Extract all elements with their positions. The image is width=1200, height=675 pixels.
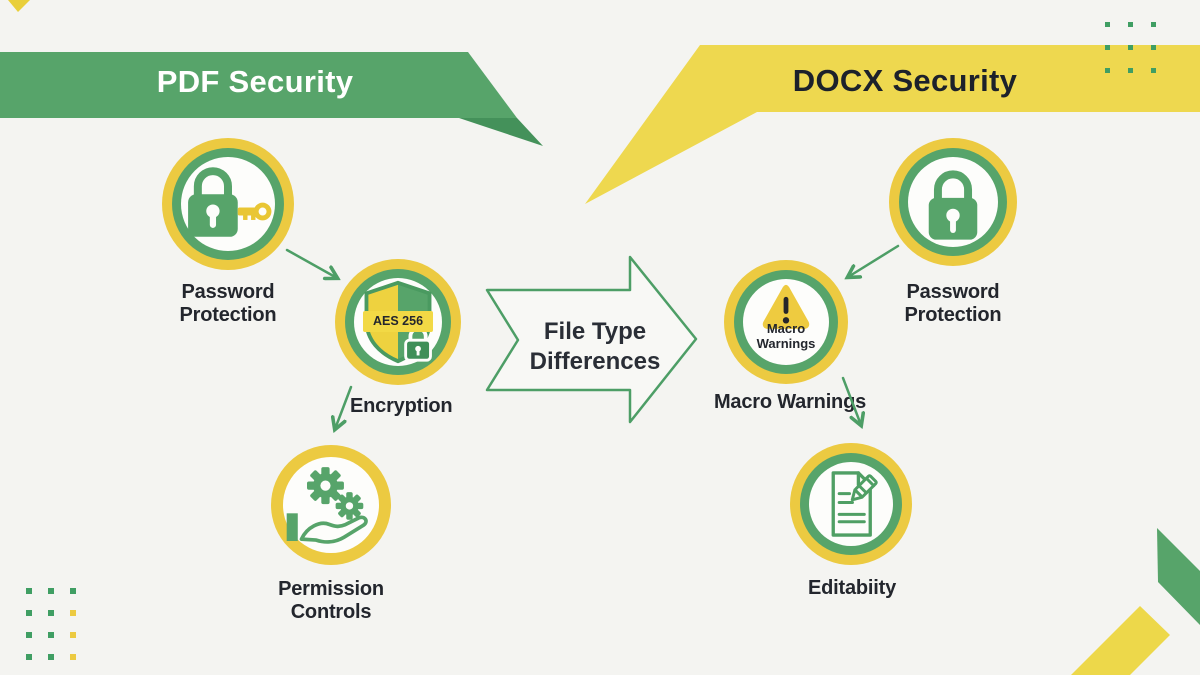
dot [1105,22,1110,27]
dot [70,610,76,616]
docx-macro-warnings-node: Macro Warnings [743,279,829,365]
macro-warnings-caption: Macro Warnings [756,321,816,351]
pdf-encryption-node: AES 256 [354,278,442,366]
file-type-arrow-shape [485,255,698,424]
dot [26,632,32,638]
dot [26,588,32,594]
pdf-encryption-label: Encryption [350,395,453,417]
corner-accent-top-left [8,0,30,12]
pdf-banner-ribbon [0,52,517,118]
dot-grid-top-right [1105,22,1156,73]
pdf-permission-controls-label: Permission Controls [278,578,384,623]
dot [1128,45,1133,50]
warning-triangle-icon [762,284,810,329]
dot [26,610,32,616]
dot [48,654,54,660]
dot [1128,68,1133,73]
docx-password-protection-node [908,157,998,247]
dot [1151,22,1156,27]
file-type-differences-label: File Type Differences [529,318,661,375]
dot [48,632,54,638]
docx-macro-warnings-label: Macro Warnings [713,391,867,413]
docx-password-protection-label: Password Protection [904,281,1002,326]
dot [26,654,32,660]
gears-on-hand-icon [286,467,368,544]
pdf-password-protection-label: Password Protection [179,281,277,326]
pdf-banner-fold [459,118,543,146]
dot [1128,22,1133,27]
dot [1105,68,1110,73]
dot [70,588,76,594]
pdf-security-title: PDF Security [156,64,354,99]
dot [1105,45,1110,50]
docx-security-title: DOCX Security [792,63,1018,98]
aes-256-badge: AES 256 [363,311,433,332]
document-pencil-icon [831,471,878,537]
corner-ribbon-yellow [1071,606,1170,675]
pdf-password-protection-node [181,157,275,251]
docx-editability-node [809,462,893,546]
corner-ribbon-green [1157,528,1200,625]
dot [70,632,76,638]
lock-with-key-icon [188,167,272,237]
dot-grid-bottom-left [26,588,76,660]
dot [70,654,76,660]
docx-banner-ribbon [585,45,1200,204]
lock-icon [928,170,978,240]
pdf-permission-controls-node [283,457,379,553]
docx-editability-label: Editabiity [807,577,896,599]
dot [48,610,54,616]
dot [1151,68,1156,73]
dot [48,588,54,594]
dot [1151,45,1156,50]
